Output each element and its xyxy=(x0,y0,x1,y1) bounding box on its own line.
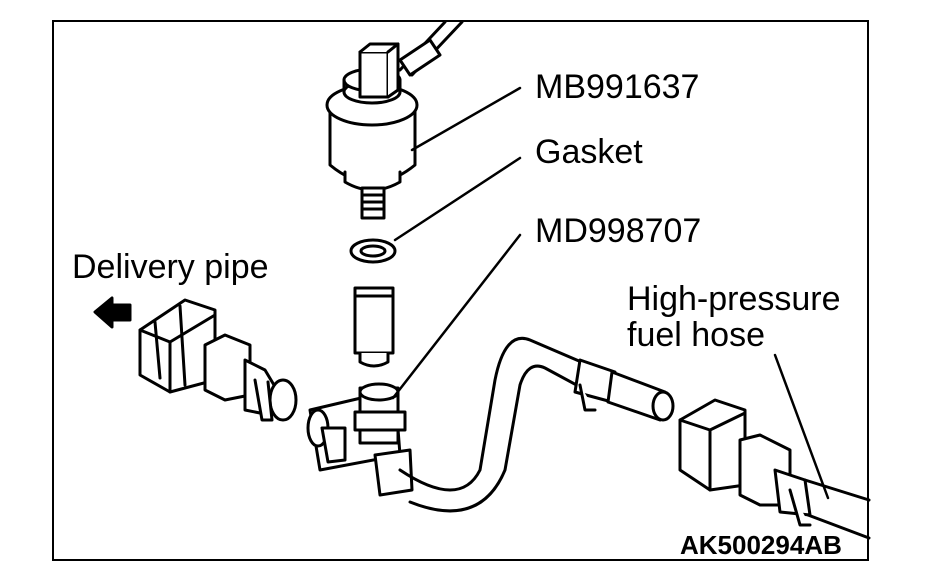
hose-end-fitting xyxy=(573,358,675,422)
label-delivery-pipe: Delivery pipe xyxy=(72,248,269,286)
adapter-upper xyxy=(353,286,395,368)
pressure-sensor-mb991637 xyxy=(325,42,419,220)
right-connector xyxy=(678,398,871,540)
gasket-ring xyxy=(349,238,397,264)
delivery-direction-arrow xyxy=(93,296,132,329)
high-pressure-hose xyxy=(398,337,602,513)
sensor-cable xyxy=(398,20,464,77)
label-mb991637: MB991637 xyxy=(535,68,700,106)
label-fuel-hose: fuel hose xyxy=(627,316,765,354)
figure-code: AK500294AB xyxy=(680,530,842,560)
label-high-pressure: High-pressure xyxy=(627,280,841,318)
figure-frame xyxy=(52,20,869,561)
leader-lines xyxy=(391,86,830,500)
label-md998707: MD998707 xyxy=(535,212,702,250)
adapter-tee xyxy=(306,382,414,497)
left-connector xyxy=(138,298,298,422)
label-gasket: Gasket xyxy=(535,133,643,171)
